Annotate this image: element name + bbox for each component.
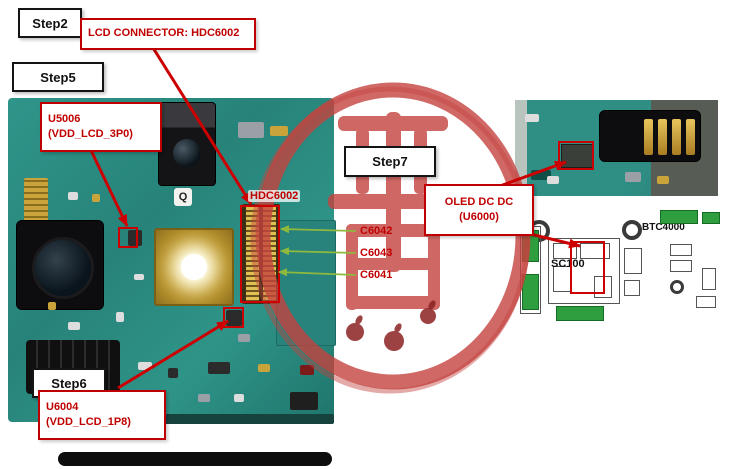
flash-led-pad: [154, 228, 234, 306]
smd-component: [300, 365, 314, 375]
connector-pin: [672, 119, 681, 155]
camera-lens-icon: [32, 237, 94, 299]
smd-component: [238, 122, 264, 138]
detail-board-photo: [515, 100, 718, 196]
u6004-name: U6004: [46, 400, 79, 413]
smd-component: [547, 176, 559, 184]
pcb-layout-fragment: [522, 274, 539, 310]
oled-name: OLED DC DC: [444, 195, 514, 208]
component-outline: [702, 268, 716, 290]
smd-component: [138, 362, 152, 370]
oled-dcdc-chip-u6000: [561, 144, 593, 168]
pcb-layout-fragment: [702, 212, 720, 224]
smd-component: [48, 302, 56, 310]
apple-logo-icon: [384, 323, 404, 351]
step7-label: Step7: [372, 154, 408, 169]
callout-u6004: U6004 (VDD_LCD_1P8): [38, 390, 166, 440]
step5-box: Step5: [12, 62, 104, 92]
step2-box: Step2: [18, 8, 82, 38]
component-outline: [624, 280, 640, 296]
smd-component: [128, 230, 142, 246]
camera-ic-marking: Q: [174, 188, 192, 206]
front-camera-module: [158, 102, 216, 186]
oled-ref: (U6000): [459, 211, 499, 223]
step7-box: Step7: [344, 146, 436, 177]
smd-component: [258, 364, 270, 372]
smd-component: [68, 192, 78, 200]
connector-pin: [644, 119, 653, 155]
component-outline: [696, 296, 716, 308]
camera-lens-icon: [173, 139, 201, 167]
smd-component: [134, 274, 144, 280]
battery-connector: [599, 110, 701, 162]
callout-u5006: U5006 (VDD_LCD_3P0): [40, 102, 162, 152]
u6004-rail: (VDD_LCD_1P8): [46, 416, 131, 428]
smd-component: [92, 194, 100, 202]
apple-logo-icon: [346, 315, 364, 341]
step2-label: Step2: [32, 15, 68, 31]
step5-label: Step5: [40, 69, 76, 85]
emi-shield-area: [276, 220, 336, 346]
smd-component: [270, 126, 288, 136]
rear-camera-module: [16, 220, 104, 310]
mounting-hole-symbol: [622, 220, 642, 240]
apple-logo-icon: [420, 300, 436, 324]
smd-component: [208, 362, 230, 374]
smd-component: [290, 392, 318, 410]
smd-component: [657, 176, 669, 184]
smd-component: [234, 394, 244, 402]
board-bottom-edge: [48, 414, 334, 424]
component-outline: [670, 244, 692, 256]
lcd-connector-label: LCD CONNECTOR: HDC6002: [88, 27, 240, 40]
u5006-rail: (VDD_LCD_3P0): [48, 128, 133, 140]
schematic-view: BTC4000 SC100: [520, 210, 722, 324]
cap-label-c6041: C6041: [360, 269, 393, 281]
flash-led-icon: [181, 254, 207, 280]
component-outline: [580, 243, 610, 259]
hdc6002-label: HDC6002: [248, 190, 301, 202]
component-outline: [624, 248, 642, 274]
callout-lcd-connector: LCD CONNECTOR: HDC6002: [80, 18, 256, 50]
component-outline: [548, 238, 620, 304]
step6-label: Step6: [51, 375, 87, 391]
smd-component: [625, 172, 641, 182]
smd-component: [68, 322, 80, 330]
smd-component: [226, 310, 242, 326]
smd-component: [198, 394, 210, 402]
u5006-name: U5006: [48, 112, 81, 125]
smd-component: [525, 114, 539, 122]
lcd-connector-hdc6002: [242, 204, 280, 304]
component-outline: [670, 260, 692, 272]
connector-pins: [263, 207, 276, 301]
component-outline: [594, 276, 612, 298]
smd-component: [168, 368, 178, 378]
schematic-label-sc100: SC100: [551, 258, 585, 270]
schematic-label-btc4000: BTC4000: [642, 222, 685, 233]
connector-pin: [658, 119, 667, 155]
phone-bottom-edge-photo: [58, 452, 332, 466]
pcb-layout-fragment: [660, 210, 698, 224]
connector-pins: [246, 207, 259, 301]
cap-label-c6043: C6043: [360, 247, 393, 259]
gold-coil: [24, 178, 48, 222]
smd-component: [238, 334, 250, 342]
connector-pin: [686, 119, 695, 155]
via-symbol: [670, 280, 684, 294]
component-outline: [553, 243, 577, 259]
pcb-layout-fragment: [556, 306, 604, 321]
callout-oled-dcdc: OLED DC DC (U6000): [424, 184, 534, 236]
cap-label-c6042: C6042: [360, 225, 393, 237]
smd-component: [116, 312, 124, 322]
